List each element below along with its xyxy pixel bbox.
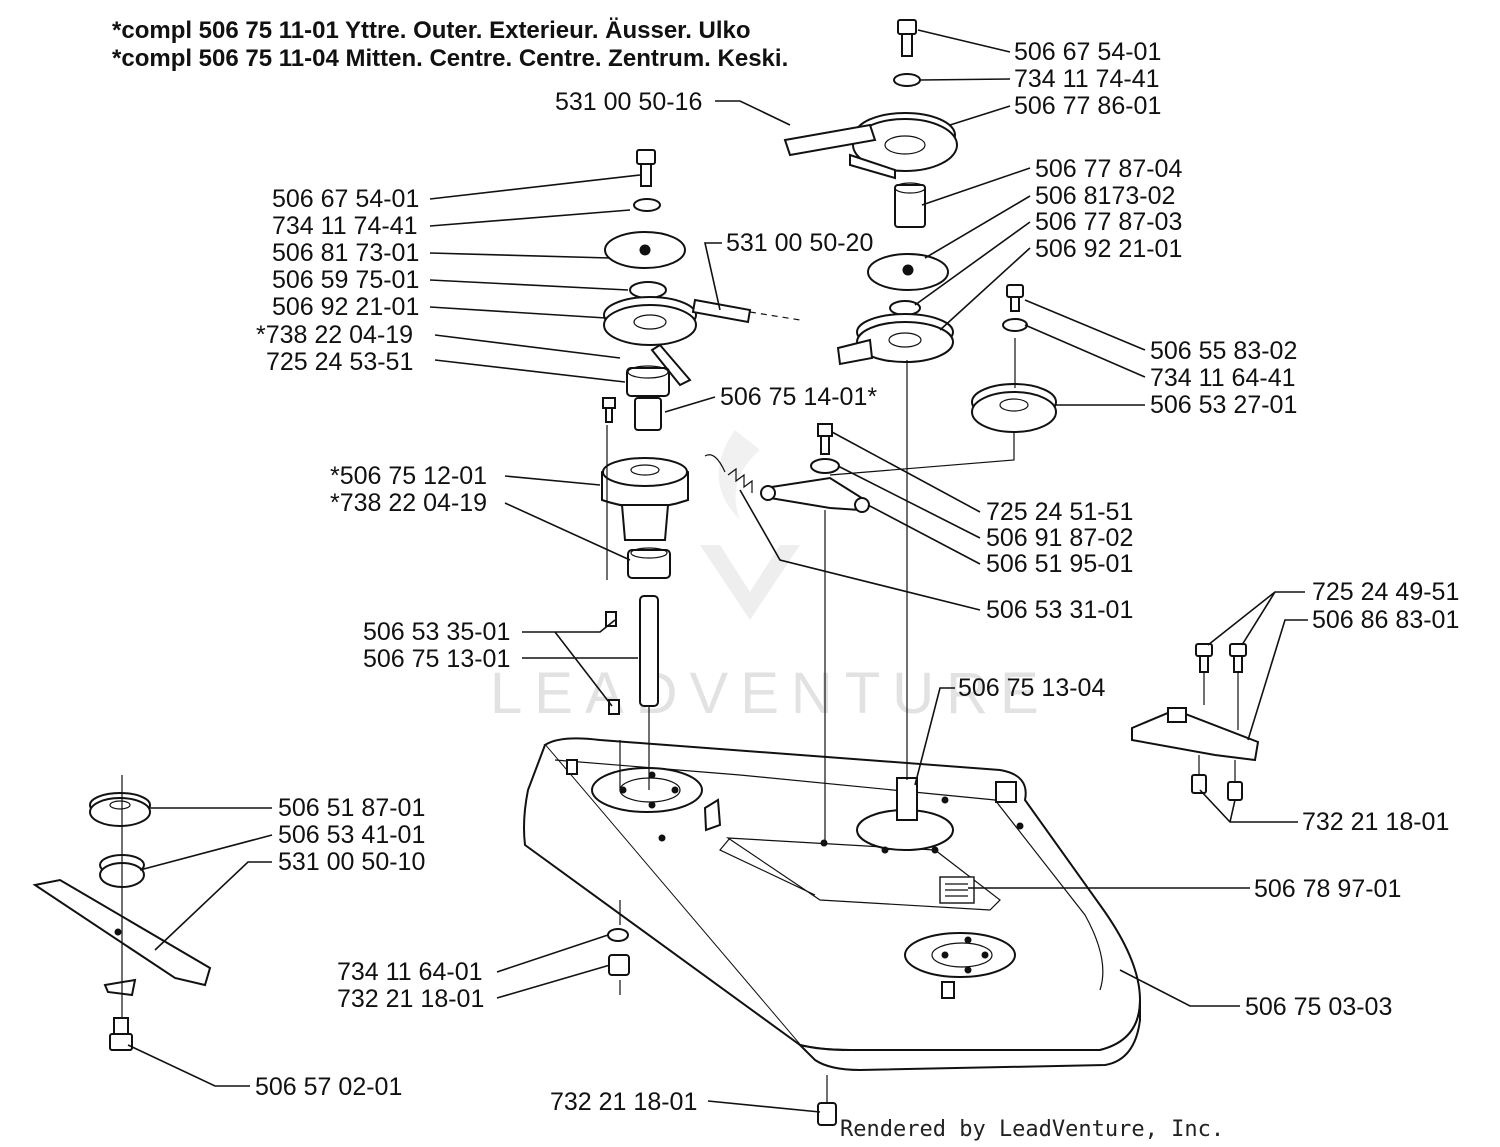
part-label: 725 24 53-51 bbox=[266, 348, 413, 376]
part-label: 734 11 74-41 bbox=[1014, 65, 1160, 93]
part-label: *506 75 12-01 bbox=[330, 462, 487, 490]
under-deck-hardware bbox=[607, 928, 837, 1126]
part-label: 506 67 54-01 bbox=[1014, 38, 1161, 66]
part-label: 506 53 31-01 bbox=[986, 596, 1133, 624]
mower-deck-housing bbox=[523, 737, 1142, 1072]
part-label: 506 51 87-01 bbox=[278, 794, 425, 822]
part-label: *738 22 04-19 bbox=[256, 321, 413, 349]
tensioner-arm-assembly bbox=[704, 423, 870, 513]
part-label: 725 24 51-51 bbox=[986, 498, 1133, 526]
part-label: 725 24 49-51 bbox=[1312, 578, 1459, 606]
header-line-2: *compl 506 75 11-04 Mitten. Centre. Cent… bbox=[112, 45, 788, 72]
leader-lines bbox=[127, 29, 1308, 1113]
part-label: 531 00 50-16 bbox=[555, 88, 702, 116]
part-label: *738 22 04-19 bbox=[330, 489, 487, 517]
part-label: 732 21 18-01 bbox=[550, 1088, 697, 1116]
part-label: 506 59 75-01 bbox=[272, 266, 419, 294]
part-label: 531 00 50-10 bbox=[278, 848, 425, 876]
part-label: 506 75 14-01* bbox=[720, 383, 877, 411]
part-label: 732 21 18-01 bbox=[1302, 808, 1449, 836]
idler-leader bbox=[829, 432, 1015, 476]
upper-left-pulley-assembly bbox=[601, 149, 752, 715]
deck-spindle-shaft bbox=[896, 777, 918, 821]
part-label: 506 8173-02 bbox=[1035, 182, 1175, 210]
part-label: 506 77 87-03 bbox=[1035, 208, 1182, 236]
part-number-labels: 506 67 54-01 734 11 74-41 531 00 50-16 5… bbox=[255, 38, 1459, 1116]
watermark-logo bbox=[700, 430, 800, 620]
part-label: 734 11 64-41 bbox=[1150, 364, 1296, 392]
part-label: 732 21 18-01 bbox=[337, 985, 484, 1013]
idler-pulley-assembly bbox=[971, 284, 1057, 433]
part-label: 506 92 21-01 bbox=[272, 293, 419, 321]
part-label: 506 53 27-01 bbox=[1150, 391, 1297, 419]
part-label: 506 78 97-01 bbox=[1254, 875, 1401, 903]
bracket-axes bbox=[1198, 672, 1239, 782]
part-label: 531 00 50-20 bbox=[726, 229, 873, 257]
part-label: 506 91 87-02 bbox=[986, 524, 1133, 552]
part-label: 506 51 95-01 bbox=[986, 550, 1133, 578]
part-label: 506 53 35-01 bbox=[363, 618, 510, 646]
under-deck-axes bbox=[619, 900, 828, 1103]
rendered-by-footer: Rendered by LeadVenture, Inc. bbox=[840, 1117, 1224, 1142]
part-label: 506 55 83-02 bbox=[1150, 337, 1297, 365]
part-label: 506 92 21-01 bbox=[1035, 235, 1182, 263]
part-label: 506 75 13-04 bbox=[958, 674, 1105, 702]
part-label: 734 11 64-01 bbox=[337, 958, 483, 986]
part-label: 506 67 54-01 bbox=[272, 185, 419, 213]
watermark-text: LEADVENTURE bbox=[490, 661, 1051, 726]
part-label: 506 75 13-01 bbox=[363, 645, 510, 673]
part-label: 506 57 02-01 bbox=[255, 1073, 402, 1101]
part-label: 506 77 87-04 bbox=[1035, 155, 1182, 183]
part-label: 506 86 83-01 bbox=[1312, 606, 1459, 634]
part-label: 506 77 86-01 bbox=[1014, 92, 1161, 120]
part-label: 734 11 74-41 bbox=[272, 212, 418, 240]
upper-right-pulley-assembly bbox=[749, 19, 958, 366]
header-line-1: *compl 506 75 11-01 Yttre. Outer. Exteri… bbox=[112, 17, 751, 44]
part-label: 506 81 73-01 bbox=[272, 239, 419, 267]
part-label: 506 53 41-01 bbox=[278, 821, 425, 849]
part-label: 506 75 03-03 bbox=[1245, 993, 1392, 1021]
mounting-bracket-assembly bbox=[1131, 643, 1260, 801]
